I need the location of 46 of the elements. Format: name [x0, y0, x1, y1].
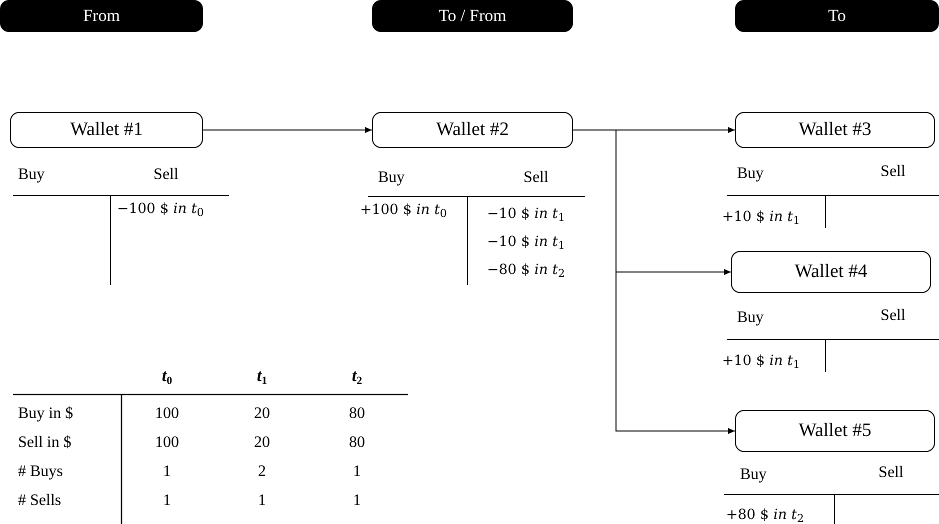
arrow [202, 127, 372, 133]
header-band: To / From [372, 0, 573, 32]
wallet-box: Wallet #4 [731, 251, 931, 293]
header-band: From [0, 0, 203, 32]
entry: −10 $ in t$_{1}$ [487, 233, 565, 252]
entry: +10 $ in t$_{1}$ [722, 352, 800, 371]
table-header: t$_{2}$ [352, 366, 362, 386]
column-heading: Buy [378, 168, 405, 188]
header-band: To [735, 0, 939, 32]
column-heading: Sell [880, 306, 906, 326]
table-value: 20 [254, 433, 270, 453]
table-value: 1 [353, 462, 361, 482]
wallet-box: Wallet #1 [10, 112, 203, 148]
column-heading: Buy [740, 465, 767, 485]
column-heading: Buy [737, 308, 764, 328]
table-value: 80 [349, 404, 365, 424]
row-heading: Sell in $ [18, 433, 72, 453]
table-value: 100 [155, 404, 179, 424]
entry: +80 $ in t$_{2}$ [726, 506, 804, 524]
wallet-box: Wallet #3 [735, 112, 935, 148]
table-value: 2 [258, 462, 266, 482]
entry: +10 $ in t$_{1}$ [722, 208, 800, 227]
row-heading: Buy in $ [18, 404, 74, 424]
table-header: t$_{1}$ [256, 366, 268, 386]
entry: +100 $ in t$_{0}$ [360, 201, 447, 220]
table-value: 20 [254, 404, 270, 424]
wallet-box: Wallet #2 [372, 112, 573, 148]
column-heading: Buy [737, 164, 764, 184]
table-header: t$_{0}$ [162, 366, 172, 386]
row-heading: # Buys [18, 462, 63, 482]
column-heading: Sell [880, 162, 906, 182]
entry: −80 $ in t$_{2}$ [487, 261, 565, 280]
table-value: 1 [163, 462, 171, 482]
table-value: 1 [163, 491, 171, 511]
entry: −100 $ in t$_{0}$ [117, 200, 204, 219]
column-heading: Buy [18, 165, 45, 185]
column-heading: Sell [154, 165, 178, 185]
column-heading: Sell [524, 168, 548, 188]
wallet-box: Wallet #5 [735, 410, 935, 452]
row-heading: # Sells [18, 491, 62, 511]
table-value: 1 [258, 491, 266, 511]
entry: −10 $ in t$_{1}$ [487, 205, 565, 224]
table-value: 1 [353, 491, 361, 511]
column-heading: Sell [878, 463, 904, 483]
table-value: 80 [349, 433, 365, 453]
table-value: 100 [155, 433, 179, 453]
